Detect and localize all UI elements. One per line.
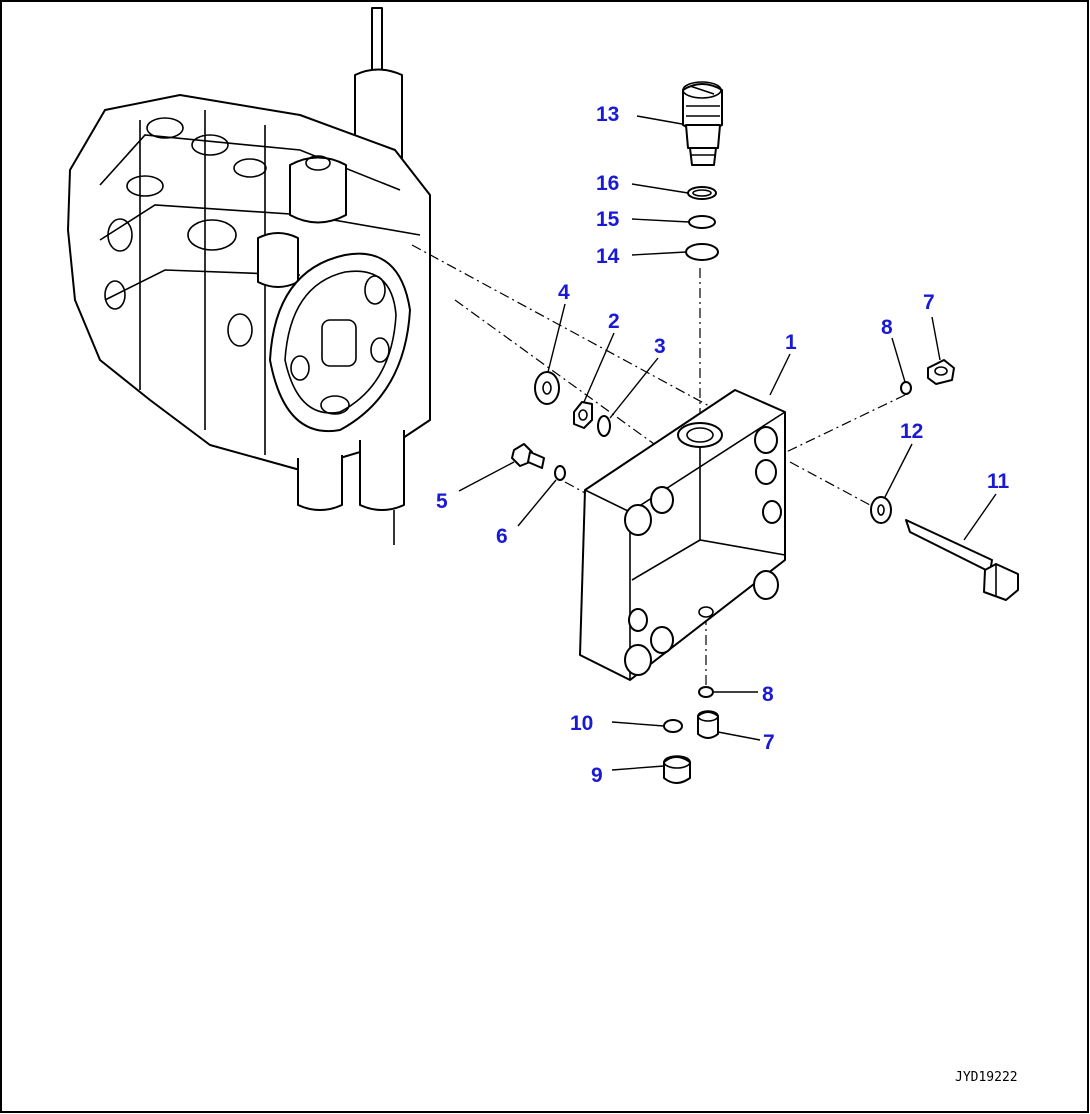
o-ring-upper: [900, 381, 912, 395]
o-ring-plug-lower: [663, 719, 683, 733]
callout-7-upper: 7: [923, 291, 935, 314]
callout-9: 9: [591, 764, 603, 787]
callout-labels: 13 16 15 14 4 2 3 1 8 7 12 11 5 6 8 10 7…: [436, 103, 1010, 787]
drawing-code: JYD19222: [955, 1070, 1018, 1085]
callout-15: 15: [596, 208, 620, 231]
callout-7-lower: 7: [763, 731, 775, 754]
callout-2: 2: [608, 310, 620, 333]
callout-8-lower: 8: [762, 683, 774, 706]
plug-bolt: [511, 443, 545, 469]
o-ring-large: [685, 243, 719, 261]
callout-13: 13: [596, 103, 619, 126]
o-ring-lower: [698, 686, 714, 698]
washer: [534, 371, 560, 405]
plug-lower: [697, 710, 719, 739]
callout-10: 10: [570, 712, 593, 735]
o-ring-small: [688, 215, 716, 229]
callout-14: 14: [596, 245, 620, 268]
callout-16: 16: [596, 172, 619, 195]
valve-cover-block: [579, 389, 786, 681]
callout-4: 4: [558, 281, 570, 304]
o-ring-plug: [554, 465, 566, 481]
washer-bolt: [870, 496, 892, 524]
o-ring-side: [597, 415, 611, 437]
callout-5: 5: [436, 490, 448, 513]
callout-8-upper: 8: [881, 316, 893, 339]
callout-3: 3: [654, 335, 666, 358]
nut: [573, 401, 593, 429]
callout-6: 6: [496, 525, 508, 548]
callout-11: 11: [987, 470, 1010, 493]
callout-12: 12: [900, 420, 923, 443]
leader-lines: [458, 115, 997, 771]
relief-valve-cartridge: [682, 81, 723, 166]
mounting-bolt: [905, 519, 1019, 601]
plug-large: [663, 755, 691, 784]
assembly-centerlines: [411, 244, 906, 690]
plug-upper: [927, 359, 955, 385]
control-valve-assembly: [67, 7, 431, 545]
callout-1: 1: [785, 331, 797, 354]
